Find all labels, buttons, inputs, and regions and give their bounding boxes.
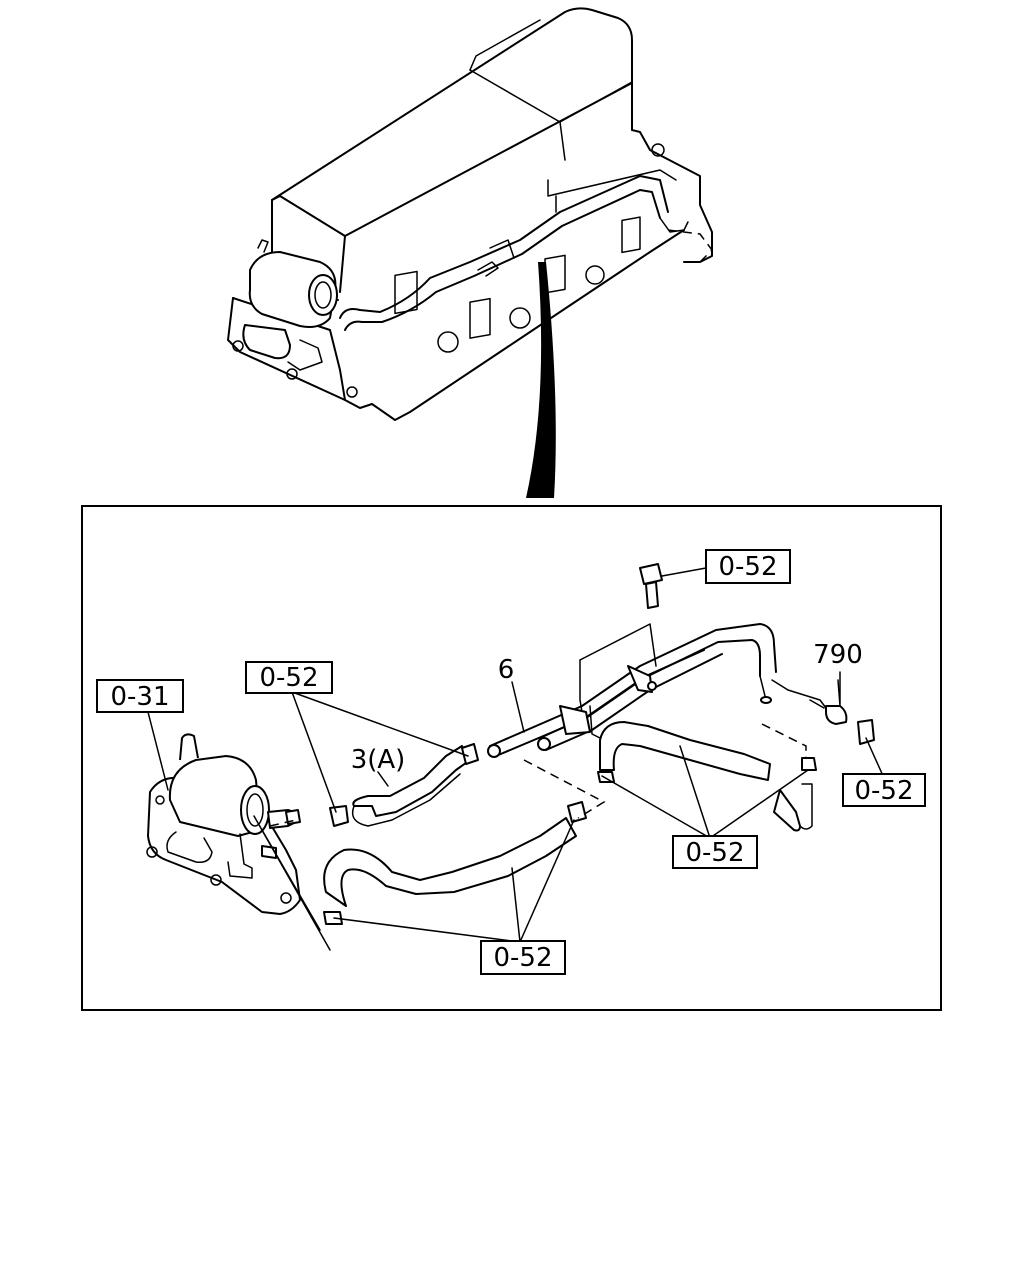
callout-label: 0-52 [854, 776, 913, 806]
callout-label: 0-52 [259, 663, 318, 693]
bolt [639, 563, 707, 609]
thermostat-housing [146, 733, 301, 915]
hose-3a [351, 745, 471, 827]
callout-0-52-mid: 0-52 [672, 835, 758, 869]
callout-label: 0-31 [110, 682, 169, 712]
part-number-790: 790 [813, 640, 863, 670]
engine-head-overview [227, 7, 713, 421]
callout-0-31: 0-31 [96, 679, 184, 713]
part-number-6: 6 [498, 655, 515, 685]
callout-label: 0-52 [493, 943, 552, 973]
callout-leaders [147, 671, 885, 951]
callout-0-52-bottom: 0-52 [480, 940, 566, 975]
callout-0-52-top-left: 0-52 [245, 661, 333, 694]
part-number-3a: 3(A) [351, 745, 406, 775]
assembly-dash-lines [269, 723, 807, 827]
callout-0-52-right: 0-52 [842, 773, 926, 807]
callout-0-52-bolt: 0-52 [705, 549, 791, 584]
water-pipe-6 [487, 623, 827, 758]
callout-label: 0-52 [718, 552, 777, 582]
hose-right [599, 721, 813, 832]
cap-790 [809, 679, 848, 725]
hose-lower [323, 817, 577, 907]
detail-leader [526, 262, 556, 498]
callout-label: 0-52 [685, 838, 744, 868]
